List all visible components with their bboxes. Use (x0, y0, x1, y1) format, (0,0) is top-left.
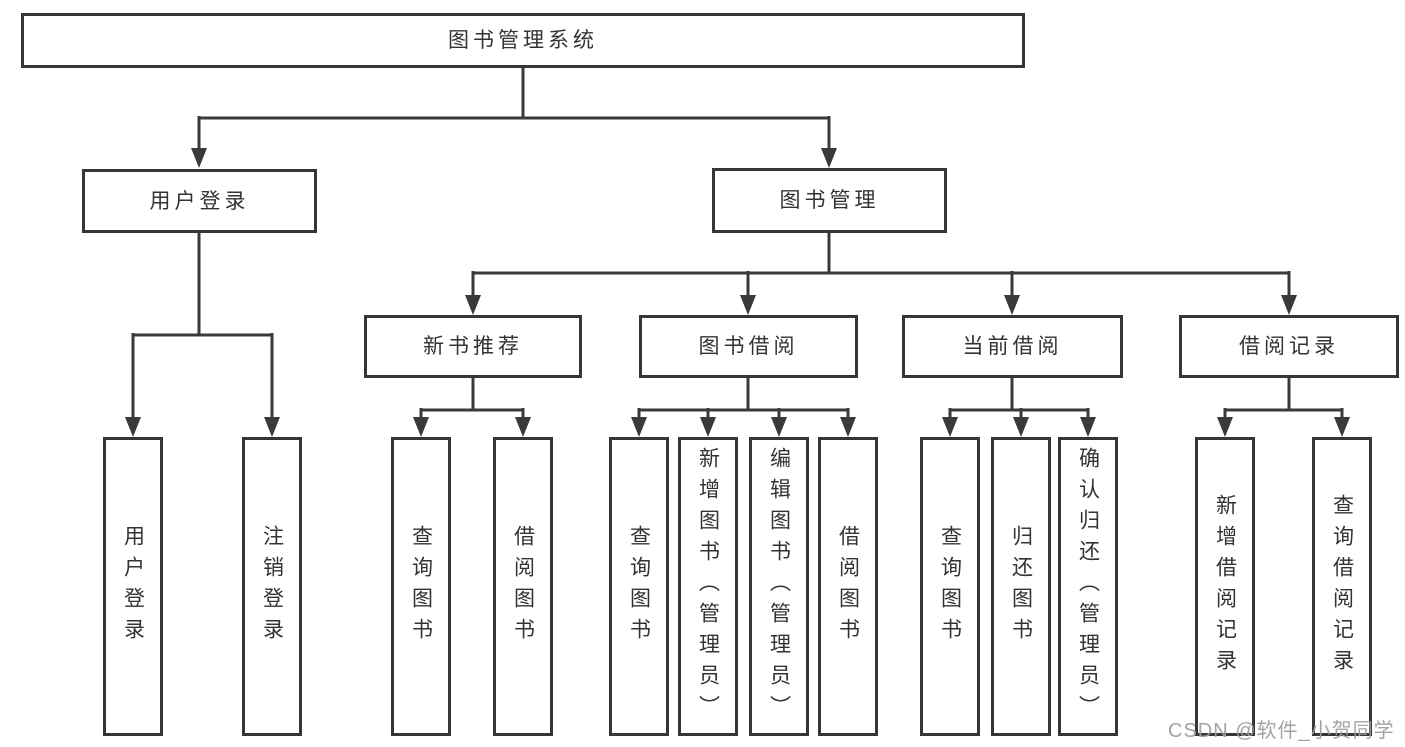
leaf-borrow-books-1: 借阅图书 (493, 437, 553, 736)
leaf-borrow-books-2: 借阅图书 (818, 437, 878, 736)
node-label: 借阅记录 (1239, 335, 1339, 358)
node-label: 新增图书（管理员） (696, 447, 720, 726)
node-label: 归还图书 (1009, 524, 1033, 649)
node-label: 编辑图书（管理员） (767, 447, 791, 726)
leaf-confirm-return-admin: 确认归还（管理员） (1058, 437, 1118, 736)
node-label: 图书管理 (779, 189, 880, 212)
node-label: 新增借阅记录 (1213, 493, 1237, 680)
node-new-book-recommend: 新书推荐 (364, 315, 582, 378)
node-label: 借阅图书 (511, 524, 535, 649)
node-label: 图书管理系统 (448, 29, 598, 52)
leaf-logout: 注销登录 (242, 437, 302, 736)
leaf-user-login: 用户登录 (103, 437, 163, 736)
node-label: 查询图书 (627, 524, 651, 649)
node-book-borrowing: 图书借阅 (639, 315, 858, 378)
leaf-query-borrow-record: 查询借阅记录 (1312, 437, 1372, 736)
leaf-query-books-1: 查询图书 (391, 437, 451, 736)
node-label: 注销登录 (260, 524, 284, 649)
node-label: 当前借阅 (962, 335, 1063, 358)
node-label: 用户登录 (149, 189, 250, 213)
node-label: 查询图书 (938, 524, 962, 649)
node-book-management: 图书管理 (712, 168, 947, 233)
node-label: 查询借阅记录 (1330, 493, 1354, 680)
node-label: 查询图书 (409, 524, 433, 649)
node-current-borrowing: 当前借阅 (902, 315, 1123, 378)
node-label: 借阅图书 (836, 524, 860, 649)
leaf-add-borrow-record: 新增借阅记录 (1195, 437, 1255, 736)
node-borrowing-records: 借阅记录 (1179, 315, 1399, 378)
leaf-return-books: 归还图书 (991, 437, 1051, 736)
node-label: 图书借阅 (698, 335, 799, 358)
node-user-login: 用户登录 (82, 169, 317, 233)
node-label: 用户登录 (121, 524, 145, 649)
leaf-add-books-admin: 新增图书（管理员） (678, 437, 738, 736)
node-label: 新书推荐 (423, 335, 523, 358)
node-library-management-system: 图书管理系统 (21, 13, 1025, 68)
leaf-query-books-2: 查询图书 (609, 437, 669, 736)
leaf-edit-books-admin: 编辑图书（管理员） (749, 437, 809, 736)
node-label: 确认归还（管理员） (1076, 447, 1100, 726)
csdn-watermark: CSDN @软件_小贺同学 (1168, 720, 1395, 742)
leaf-query-books-3: 查询图书 (920, 437, 980, 736)
